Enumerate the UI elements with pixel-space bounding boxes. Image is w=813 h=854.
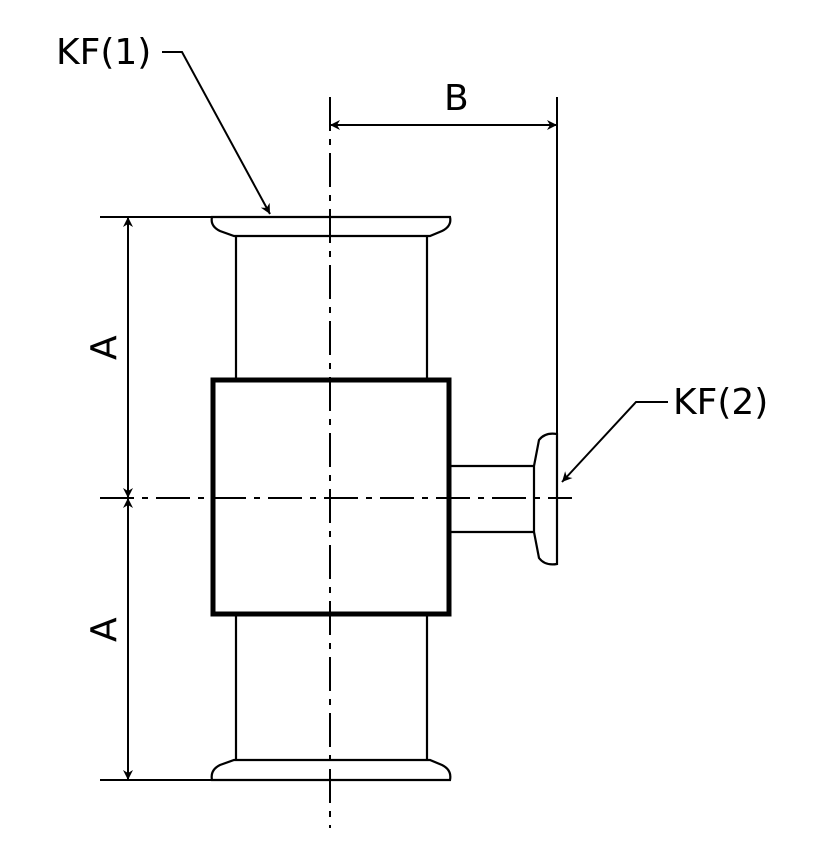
dimension-a-lower-label: A bbox=[84, 617, 125, 642]
dimension-a-upper-label: A bbox=[84, 335, 125, 360]
kf2-label: KF(2) bbox=[673, 382, 768, 423]
kf1-leader-line bbox=[162, 51, 271, 215]
cross-body bbox=[210, 377, 452, 617]
kf1-label: KF(1) bbox=[56, 32, 151, 73]
bottom-flange bbox=[210, 758, 452, 782]
kf2-leader-line bbox=[561, 401, 668, 483]
dimension-b-label: B bbox=[444, 78, 469, 119]
side-flange bbox=[532, 432, 559, 566]
top-flange bbox=[210, 215, 452, 238]
